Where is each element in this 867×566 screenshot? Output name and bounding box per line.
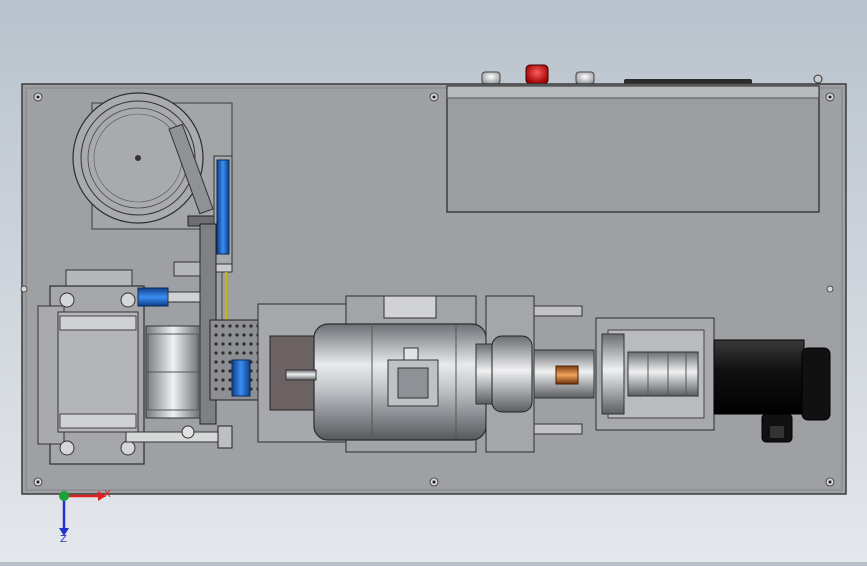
perforation-hole (228, 369, 232, 373)
perforation-hole (221, 324, 225, 328)
perforation-hole (228, 378, 232, 382)
perforation-hole (214, 333, 218, 337)
perforation-hole (235, 333, 239, 337)
triad-x-arrow (98, 491, 106, 501)
perforation-hole (228, 387, 232, 391)
control-cabinet (446, 85, 820, 213)
perforation-hole (242, 342, 246, 346)
perforation-hole (249, 351, 253, 355)
view-triad-icon: X Z (59, 489, 111, 545)
triad-z-label: Z (60, 534, 67, 545)
perforation-hole (214, 351, 218, 355)
perforation-hole (228, 324, 232, 328)
perforation-hole (221, 378, 225, 382)
triad-z-arrow (59, 528, 69, 536)
perforation-hole (221, 387, 225, 391)
perforation-hole (228, 360, 232, 364)
perforation-hole (235, 324, 239, 328)
perforation-hole (214, 324, 218, 328)
perforation-hole (242, 324, 246, 328)
perforation-hole (214, 378, 218, 382)
perforation-hole (214, 369, 218, 373)
perforation-hole (214, 387, 218, 391)
emergency-stop-button-icon (525, 64, 549, 85)
perforation-hole (228, 351, 232, 355)
control-buttons[interactable] (481, 64, 752, 85)
perforation-hole (214, 360, 218, 364)
perforation-hole (249, 333, 253, 337)
spindle-motor (285, 295, 487, 453)
triad-x-label: X (104, 489, 111, 500)
perforation-hole (221, 351, 225, 355)
perforation-hole (235, 351, 239, 355)
perforation-hole (242, 333, 246, 337)
perforation-hole (221, 333, 225, 337)
perforation-hole (221, 342, 225, 346)
left-clamp-assembly (37, 269, 201, 465)
perforation-hole (228, 333, 232, 337)
perforation-hole (214, 342, 218, 346)
servo-motor (713, 339, 831, 443)
perforation-hole (221, 369, 225, 373)
coupling-housing (595, 317, 715, 431)
wire-reel (72, 92, 233, 230)
perforation-hole (249, 342, 253, 346)
perforation-hole (228, 342, 232, 346)
triad-origin (59, 491, 69, 501)
perforation-hole (242, 351, 246, 355)
perforation-hole (249, 324, 253, 328)
perforation-hole (235, 342, 239, 346)
perforation-hole (221, 360, 225, 364)
